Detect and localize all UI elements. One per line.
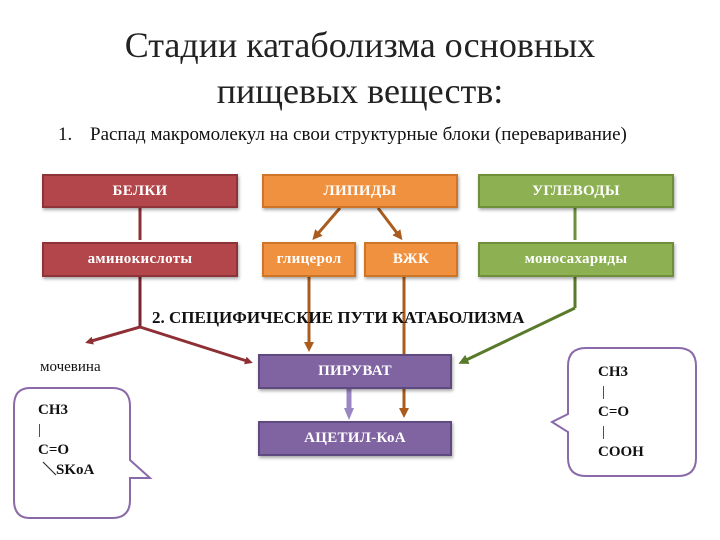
box-glycerol: глицерол	[262, 242, 356, 277]
right-formula-line-1: CH3	[598, 364, 628, 380]
arrow-monosaccharides-pyruvate	[458, 306, 576, 364]
arrow-lipids-fattyacids	[376, 207, 403, 241]
title-line-2: пищевых веществ:	[216, 71, 504, 111]
box-pyruvate: ПИРУВАТ	[258, 354, 452, 389]
box-monosaccharides: моносахариды	[478, 242, 674, 277]
right-formula: CH3 | C=O | COOH	[598, 362, 644, 462]
title-line-1: Стадии катаболизма основных	[124, 25, 596, 65]
box-carbohydrates: УГЛЕВОДЫ	[478, 174, 674, 208]
right-formula-line-2: |	[602, 384, 606, 400]
left-formula-line-2: |	[38, 422, 42, 438]
step-2-heading: 2. СПЕЦИФИЧЕСКИЕ ПУТИ КАТАБОЛИЗМА	[152, 308, 525, 327]
left-formula: CH3 | C=O SKoA	[38, 400, 94, 480]
left-formula-line-1: CH3	[38, 402, 68, 418]
right-formula-callout	[549, 347, 697, 477]
box-lipids: ЛИПИДЫ	[262, 174, 458, 208]
left-formula-line-3: C=O	[38, 442, 70, 458]
bond-line	[42, 461, 57, 476]
box-acetyl-coa: АЦЕТИЛ-КоА	[258, 421, 452, 456]
step-1: 1. Распад макромолекул на свои структурны…	[58, 124, 627, 146]
right-formula-line-5: COOH	[598, 444, 644, 460]
left-formula-line-4: SKoA	[56, 462, 95, 478]
slide-title: Стадии катаболизма основных пищевых веще…	[0, 22, 720, 114]
box-amino-acids: аминокислоты	[42, 242, 238, 277]
box-fatty-acids: ВЖК	[364, 242, 458, 277]
right-formula-line-3: C=O	[598, 404, 630, 420]
box-proteins: БЕЛКИ	[42, 174, 238, 208]
right-formula-line-4: |	[602, 424, 606, 440]
step-1-text: Распад макромолекул на свои структурные …	[90, 124, 627, 145]
arrow-lipids-glycerol	[312, 207, 342, 241]
arrow-to-pyruvate-from-aminoacids	[139, 325, 253, 365]
step-1-number: 1.	[58, 124, 73, 145]
arrow-to-urea	[85, 325, 141, 345]
urea-label: мочевина	[40, 359, 101, 375]
left-formula-callout	[13, 387, 153, 519]
